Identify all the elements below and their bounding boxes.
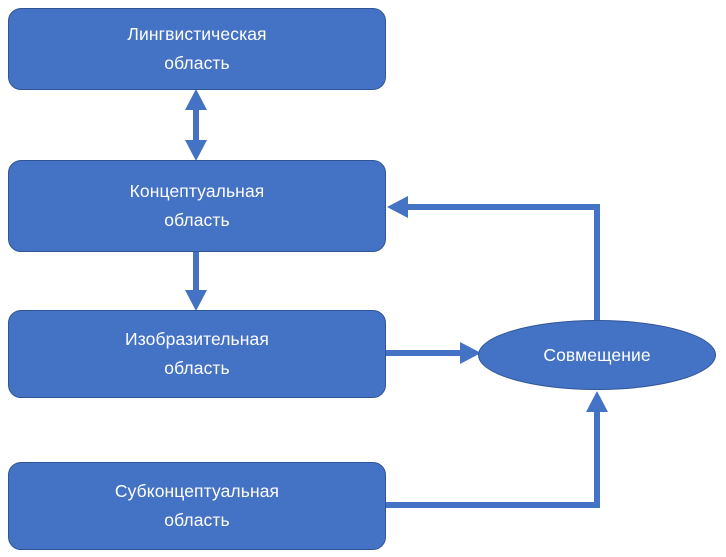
- node-pictorial-area-label: Изобразительная область: [125, 328, 269, 378]
- node-merge-label: Совмещение: [543, 344, 651, 365]
- node-subconceptual-area-label: Субконцептуальная область: [114, 480, 280, 530]
- node-subconceptual-area[interactable]: Субконцептуальная область: [8, 462, 386, 550]
- edge-pictorial-to-merge: [386, 342, 481, 364]
- node-merge-ellipse[interactable]: Совмещение: [478, 320, 716, 390]
- node-pictorial-area[interactable]: Изобразительная область: [8, 310, 386, 398]
- node-conceptual-area[interactable]: Концептуальная область: [8, 160, 386, 252]
- node-conceptual-area-label: Концептуальная область: [129, 180, 265, 230]
- node-linguistic-area-label: Лингвистическая область: [127, 23, 267, 73]
- edge-subconceptual-to-merge: [386, 391, 608, 508]
- edge-conceptual-to-pictorial: [185, 250, 207, 311]
- edge-linguistic-conceptual-bidirectional: [185, 89, 207, 161]
- edge-merge-to-conceptual: [387, 196, 600, 322]
- node-linguistic-area[interactable]: Лингвистическая область: [8, 8, 386, 90]
